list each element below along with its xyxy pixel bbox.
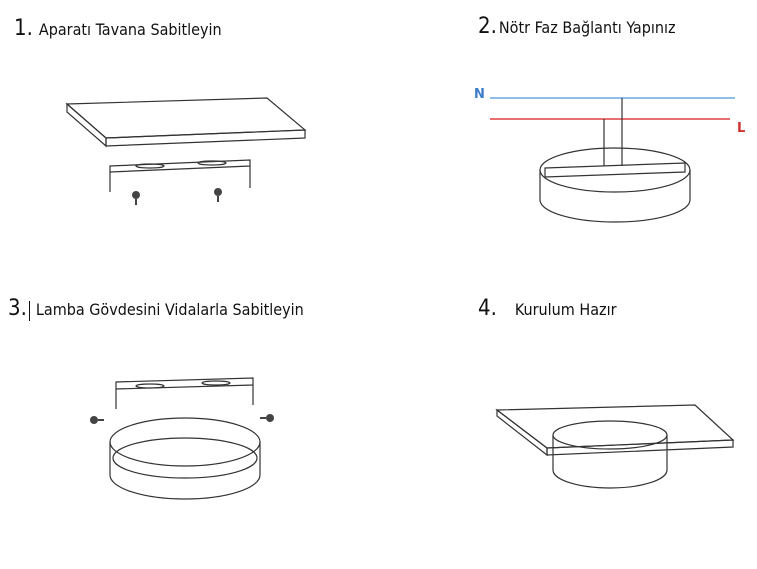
step-1-heading: 1. Aparatı Tavana Sabitleyin [14, 16, 222, 41]
text-cursor [28, 300, 30, 321]
step-1-illustration [65, 97, 307, 205]
screw-icon [90, 416, 104, 424]
step-3-illustration [90, 377, 274, 500]
step-2-heading: 2.Nötr Faz Bağlantı Yapınız [478, 14, 676, 39]
step-4-heading: 4. Kurulum Hazır [478, 296, 617, 321]
step-label: Nötr Faz Bağlantı Yapınız [498, 18, 676, 37]
step-3-heading: 3. Lamba Gövdesini Vidalarla Sabitleyin [8, 296, 304, 321]
screw-icon [260, 414, 274, 422]
line-label: L [737, 121, 745, 136]
step-2-illustration: N L [474, 87, 745, 223]
step-number: 3. [8, 296, 27, 321]
step-number: 4. [478, 296, 497, 321]
step-label: Aparatı Tavana Sabitleyin [38, 20, 222, 39]
step-number: 1. [14, 16, 33, 41]
screw-icon [214, 188, 222, 202]
step-label: Kurulum Hazır [514, 300, 617, 319]
step-label: Lamba Gövdesini Vidalarla Sabitleyin [35, 300, 304, 319]
step-number: 2. [478, 14, 497, 39]
step-4-illustration [495, 404, 735, 489]
screw-icon [132, 191, 140, 205]
neutral-label: N [474, 87, 485, 102]
